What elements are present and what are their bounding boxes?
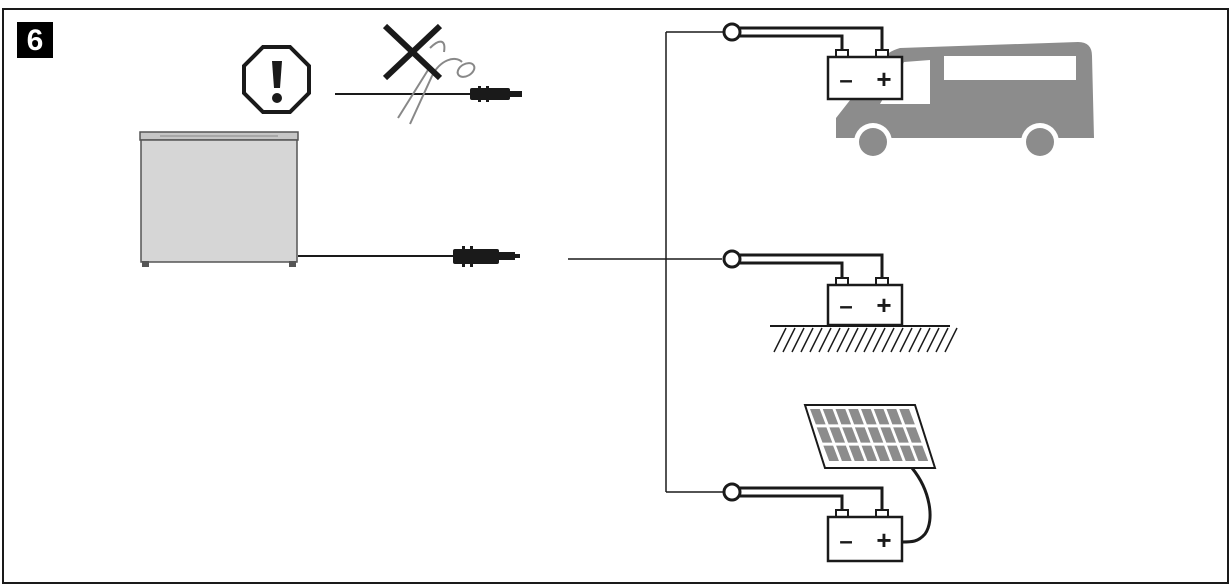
hatch-line bbox=[845, 327, 859, 353]
battery-ground: – + bbox=[722, 249, 904, 327]
solar-cell bbox=[842, 427, 858, 443]
solar-cell bbox=[899, 409, 915, 425]
solar-cell bbox=[861, 409, 877, 425]
solar-cell bbox=[822, 409, 839, 425]
hatch-line bbox=[791, 327, 805, 353]
hatch-line bbox=[917, 327, 931, 353]
solar-cell bbox=[854, 427, 871, 443]
crossed-scissors-icon bbox=[335, 23, 476, 125]
solar-cell bbox=[836, 445, 852, 461]
solar-cell bbox=[861, 445, 878, 461]
plug-icon bbox=[453, 246, 520, 267]
ground-hatch-icon bbox=[770, 325, 958, 353]
hatch-line bbox=[908, 327, 922, 353]
solar-cell bbox=[893, 427, 909, 443]
hatch-line bbox=[872, 327, 886, 353]
solar-cell bbox=[874, 445, 890, 461]
figure-number-badge: 6 bbox=[17, 22, 53, 58]
hatch-line bbox=[782, 327, 796, 353]
solar-panel-icon bbox=[803, 404, 937, 544]
solar-cell bbox=[848, 445, 865, 461]
hatch-line bbox=[881, 327, 895, 353]
hatch-line bbox=[836, 327, 850, 353]
battery-minus-label: – bbox=[839, 67, 852, 94]
cooler-box-icon bbox=[139, 131, 299, 267]
hatch-line bbox=[899, 327, 913, 353]
solar-cell bbox=[810, 409, 826, 425]
solar-cell bbox=[880, 427, 897, 443]
solar-cell bbox=[886, 409, 903, 425]
hatch-line bbox=[863, 327, 877, 353]
solar-cell bbox=[816, 427, 833, 443]
solar-cell bbox=[835, 409, 852, 425]
hatch-line bbox=[890, 327, 904, 353]
solar-cell bbox=[887, 445, 903, 461]
solar-cell bbox=[873, 409, 890, 425]
battery-solar: – + bbox=[722, 482, 904, 563]
hatch-line bbox=[800, 327, 814, 353]
solar-cell bbox=[912, 445, 929, 461]
battery-plus-label: + bbox=[876, 64, 891, 94]
solar-cell bbox=[899, 445, 916, 461]
hatch-line bbox=[827, 327, 841, 353]
solar-cell bbox=[867, 427, 884, 443]
solar-cell bbox=[848, 409, 864, 425]
figure-number: 6 bbox=[27, 24, 44, 57]
battery-plus-label: + bbox=[876, 290, 891, 320]
exclamation-octagon-icon bbox=[242, 45, 311, 114]
solar-cell bbox=[829, 427, 846, 443]
solar-cell bbox=[823, 445, 839, 461]
plug-icon-small bbox=[470, 86, 522, 102]
hatch-line bbox=[926, 327, 940, 353]
hatch-line bbox=[773, 327, 787, 353]
solar-cell bbox=[905, 427, 922, 443]
hatch-line bbox=[935, 327, 949, 353]
hatch-line bbox=[854, 327, 868, 353]
hatch-line bbox=[944, 327, 958, 353]
battery-plus-label: + bbox=[876, 525, 891, 555]
battery-minus-label: – bbox=[839, 293, 852, 320]
hatch-line bbox=[809, 327, 823, 353]
frame-border bbox=[2, 8, 1229, 584]
hatch-line bbox=[818, 327, 832, 353]
battery-minus-label: – bbox=[839, 528, 852, 555]
battery-vehicle: – + bbox=[722, 22, 904, 101]
